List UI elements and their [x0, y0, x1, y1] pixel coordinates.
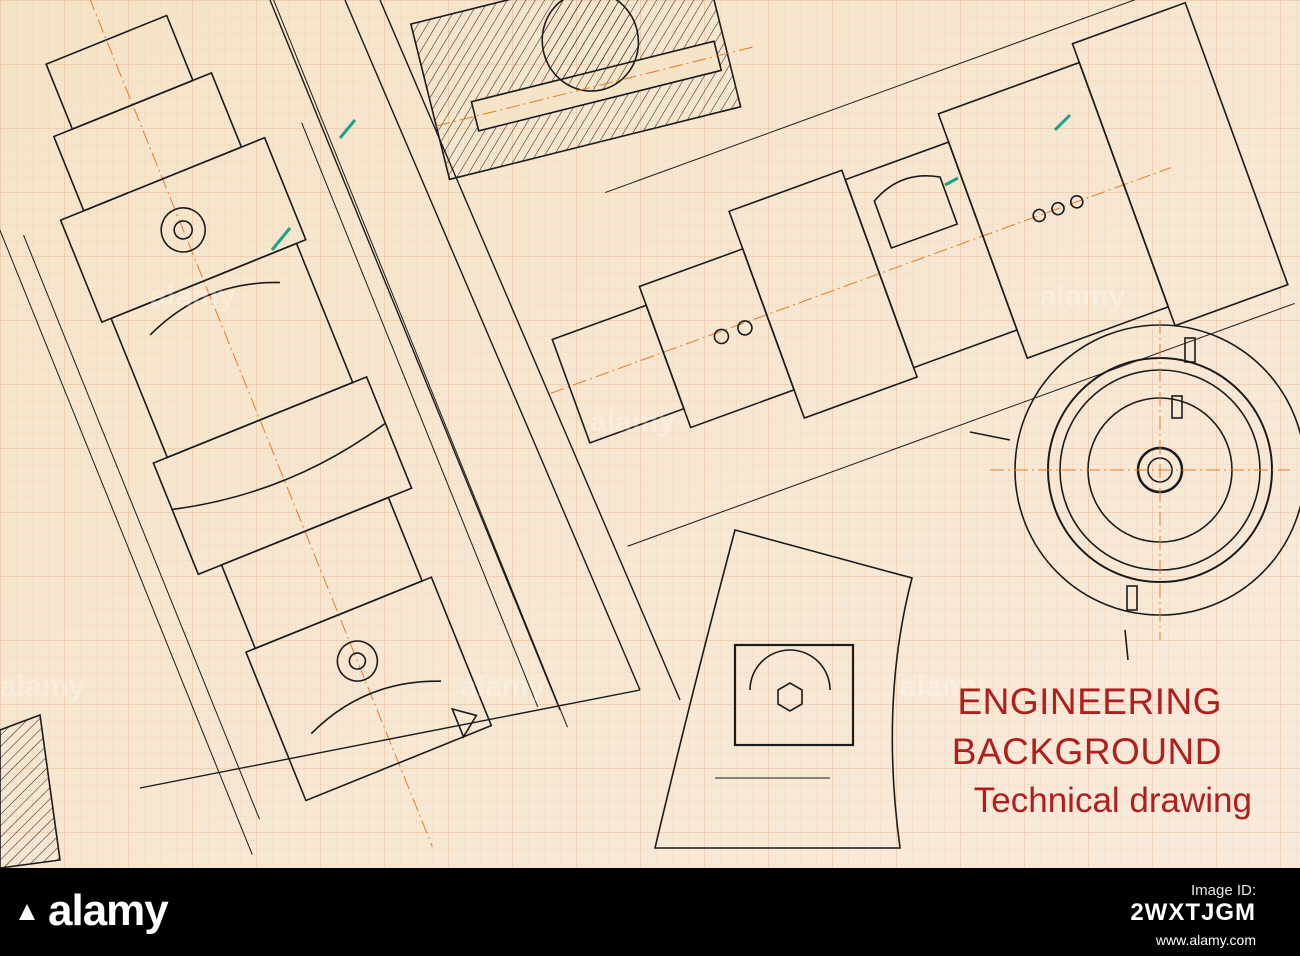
middle-tool-assembly [550, 0, 1295, 547]
watermark-2: alamy [590, 405, 676, 438]
footer-site: www.alamy.com [1155, 932, 1256, 948]
watermark-4: alamy [0, 670, 86, 703]
corner-section [0, 713, 61, 868]
top-section-view [409, 0, 757, 181]
watermark-6: alamy [900, 670, 986, 703]
footer-bar [0, 868, 1300, 956]
headline-line-1: ENGINEERING [957, 681, 1222, 722]
gauge-block [653, 529, 913, 849]
left-tool-assembly [0, 0, 568, 855]
footer-brand: alamy [48, 886, 169, 935]
image-id-label: Image ID: [1190, 882, 1256, 899]
headline-line-2: BACKGROUND [951, 731, 1222, 772]
grid [0, 0, 1300, 868]
teal-accents [270, 113, 1072, 251]
watermark-3: alamy [1040, 280, 1126, 313]
headline-line-3: Technical drawing [973, 781, 1252, 820]
image-id-block: Image ID: 2WXTJGM [1130, 882, 1256, 927]
watermark-5: alamy [460, 670, 546, 703]
frame-lines [139, 0, 681, 789]
technical-drawing [0, 0, 1300, 868]
watermark-1: alamy [150, 280, 236, 313]
drawing-canvas: alamy alamy alamy alamy alamy alamy ENGI… [0, 0, 1300, 868]
image-id-value: 2WXTJGM [1130, 899, 1256, 926]
alamy-logo-icon [19, 904, 35, 920]
chuck-end-view [969, 320, 1300, 661]
